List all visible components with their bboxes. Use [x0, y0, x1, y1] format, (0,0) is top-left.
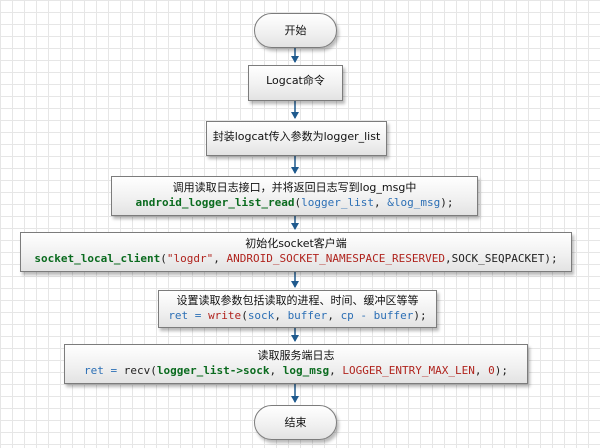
- code-arg-max-len: LOGGER_ENTRY_MAX_LEN: [342, 364, 475, 377]
- logcat-command-label: Logcat命令: [266, 74, 325, 87]
- code-arg-cp-minus-buffer: cp - buffer: [340, 309, 414, 322]
- code-separator: ,: [327, 309, 341, 322]
- code-separator: ,: [373, 196, 388, 209]
- code-assignment: ret =: [84, 364, 124, 377]
- write-params-code: ret = write(sock, buffer, cp - buffer);: [159, 308, 436, 323]
- wrap-params-label: 封装logcat传入参数为logger_list: [212, 130, 381, 143]
- code-separator: ,: [474, 364, 489, 377]
- code-arg-log-msg: log_msg: [282, 364, 330, 377]
- socket-init-node: 初始化socket客户端 socket_local_client("logdr"…: [20, 232, 572, 272]
- code-separator: ,: [329, 364, 343, 377]
- code-arg-sock-seqpacket: SOCK_SEQPACKET: [451, 252, 545, 265]
- code-paren-open: (: [160, 252, 167, 265]
- code-paren-close: );: [494, 364, 508, 377]
- code-assignment: ret =: [168, 309, 209, 322]
- code-paren-open: (: [241, 309, 248, 322]
- code-paren-open: (: [150, 364, 157, 377]
- code-separator: ,: [445, 252, 452, 265]
- code-arg-buffer: buffer: [287, 309, 328, 322]
- code-function: socket_local_client: [34, 252, 161, 265]
- read-log-label: 调用读取日志接口，并将返回日志写到log_msg中: [172, 181, 417, 194]
- code-separator: ,: [213, 252, 227, 265]
- start-label: 开始: [284, 24, 307, 37]
- code-function: recv: [123, 364, 151, 377]
- code-paren-close: );: [440, 196, 454, 209]
- socket-init-label: 初始化socket客户端: [245, 237, 347, 250]
- code-function: android_logger_list_read: [135, 196, 295, 209]
- code-arg-log-msg: &log_msg: [387, 196, 441, 209]
- code-arg-logdr: "logdr": [166, 252, 214, 265]
- socket-init-code: socket_local_client("logdr", ANDROID_SOC…: [21, 251, 571, 266]
- code-arg-logger-list: logger_list: [301, 196, 374, 209]
- code-arg-zero: 0: [488, 364, 495, 377]
- end-label: 结束: [284, 416, 307, 429]
- end-node: 结束: [254, 405, 337, 440]
- write-params-node: 设置读取参数包括读取的进程、时间、缓冲区等等 ret = write(sock,…: [158, 290, 437, 328]
- wrap-params-node: 封装logcat传入参数为logger_list: [206, 121, 387, 156]
- code-arg-sock: sock: [247, 309, 275, 322]
- code-separator: ,: [274, 309, 288, 322]
- code-function: write: [208, 309, 242, 322]
- code-paren-close: );: [413, 309, 427, 322]
- code-arg-logger-list-sock: logger_list->sock: [156, 364, 270, 377]
- code-separator: ,: [269, 364, 283, 377]
- start-node: 开始: [254, 13, 337, 48]
- code-arg-namespace: ANDROID_SOCKET_NAMESPACE_RESERVED: [226, 252, 446, 265]
- code-paren-close: );: [544, 252, 558, 265]
- recv-log-code: ret = recv(logger_list->sock, log_msg, L…: [65, 363, 527, 378]
- logcat-command-node: Logcat命令: [248, 65, 343, 101]
- write-params-label: 设置读取参数包括读取的进程、时间、缓冲区等等: [176, 294, 419, 307]
- read-log-node: 调用读取日志接口，并将返回日志写到log_msg中 android_logger…: [111, 176, 478, 216]
- read-log-code: android_logger_list_read(logger_list, &l…: [112, 195, 477, 210]
- recv-log-label: 读取服务端日志: [257, 349, 335, 362]
- recv-log-node: 读取服务端日志 ret = recv(logger_list->sock, lo…: [64, 344, 528, 384]
- code-paren-open: (: [294, 196, 302, 209]
